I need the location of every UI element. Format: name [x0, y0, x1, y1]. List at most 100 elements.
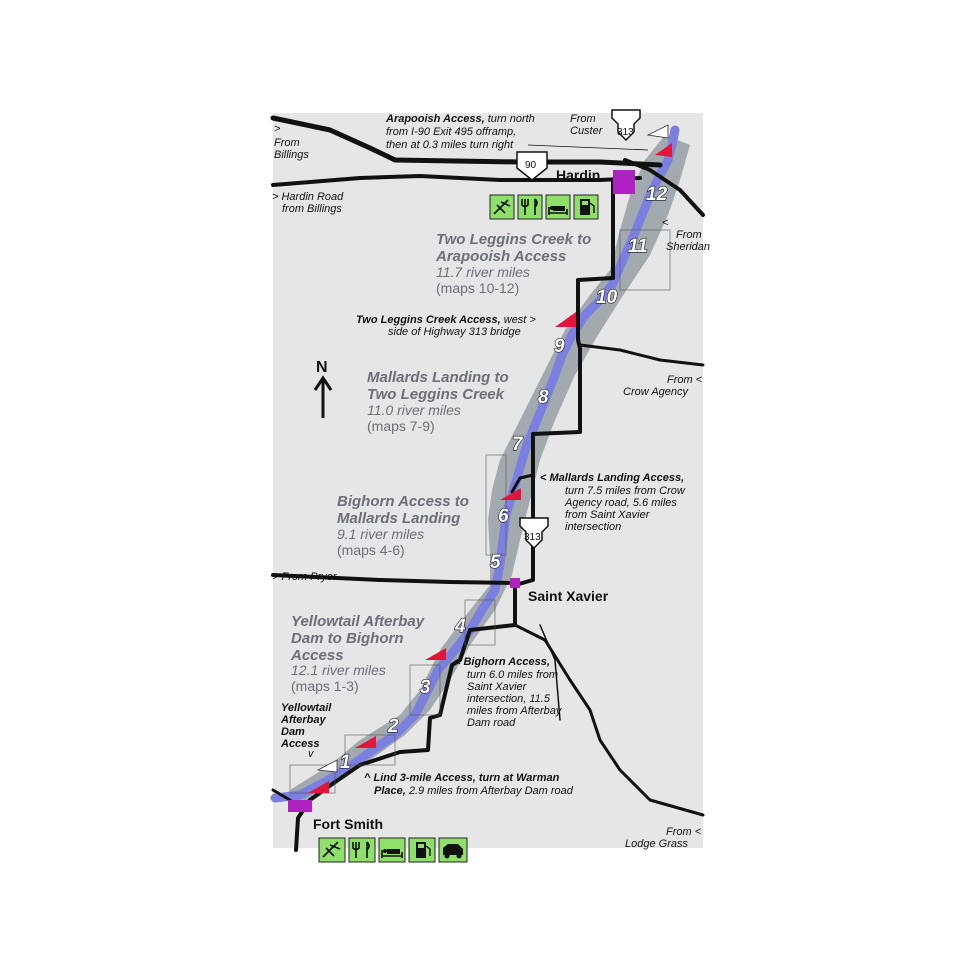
hardin-marker — [613, 170, 635, 194]
svg-text:Two Leggins Creek to: Two Leggins Creek to — [436, 231, 591, 248]
svg-text:then at 0.3 miles turn right: then at 0.3 miles turn right — [386, 139, 514, 151]
minor-road — [539, 624, 561, 721]
svg-text:11.0 river miles: 11.0 river miles — [367, 402, 461, 418]
saint-xavier-marker — [510, 578, 520, 588]
svg-text:> From Pryor: > From Pryor — [272, 571, 338, 583]
afterbay-road — [294, 581, 517, 852]
svg-text:miles from Afterbay: miles from Afterbay — [467, 705, 563, 717]
svg-text:Yellowtail: Yellowtail — [281, 702, 332, 714]
pryor-road — [271, 573, 517, 585]
fort-smith-services — [318, 837, 468, 863]
svg-text:From: From — [570, 113, 596, 125]
svg-text:Two Leggins Creek Access, west: Two Leggins Creek Access, west > — [356, 314, 536, 326]
lodging-icon — [378, 837, 406, 863]
yellowtail-access-label: Yellowtail Afterbay Dam Access v — [280, 702, 332, 760]
svg-text:Access: Access — [280, 738, 320, 750]
yellowtail-white-flag — [316, 759, 338, 773]
svg-text:90: 90 — [525, 160, 537, 171]
restaurant-icon — [348, 837, 376, 863]
svg-text:9.1 river miles: 9.1 river miles — [337, 526, 424, 542]
svg-text:from Saint Xavier: from Saint Xavier — [565, 509, 651, 521]
svg-text:> Hardin Road: > Hardin Road — [272, 191, 344, 203]
shuttle-icon — [438, 837, 468, 863]
hardin-road — [271, 174, 642, 187]
lind-access-label: ^ Lind 3-mile Access, turn at Warman Pla… — [364, 772, 574, 797]
svg-text:v: v — [308, 748, 315, 760]
map-number-3: 3 — [420, 677, 431, 698]
fly-shop-icon — [489, 194, 515, 220]
svg-text:Yellowtail Afterbay: Yellowtail Afterbay — [291, 613, 425, 630]
svg-text:Custer: Custer — [570, 125, 604, 137]
map-number-8: 8 — [538, 387, 549, 408]
mallards-access-label: < Mallards Landing Access, turn 7.5 mile… — [540, 472, 686, 533]
svg-text:Dam to Bighorn: Dam to Bighorn — [291, 630, 404, 647]
map-number-9: 9 — [554, 336, 565, 357]
bighorn-flag — [425, 648, 446, 660]
direction-labels: From Custer > From Billings > Hardin Roa… — [272, 113, 710, 850]
svg-text:Arapooish Access, turn north: Arapooish Access, turn north — [385, 113, 535, 125]
sheridan-road — [623, 158, 705, 217]
lodging-icon — [545, 194, 571, 220]
svg-text:Arapooish Access: Arapooish Access — [435, 248, 566, 265]
yellowtail-flag — [308, 781, 329, 793]
svg-text:Agency road, 5.6 miles: Agency road, 5.6 miles — [564, 497, 677, 509]
lind-flag — [355, 736, 376, 748]
access-flags — [308, 124, 672, 793]
svg-text:turn 7.5 miles from Crow: turn 7.5 miles from Crow — [565, 485, 686, 497]
svg-text:< Bighorn Access,: < Bighorn Access, — [454, 656, 550, 668]
svg-text:12.1 river miles: 12.1 river miles — [291, 662, 386, 678]
svg-text:Afterbay: Afterbay — [280, 714, 327, 726]
svg-text:Access: Access — [290, 647, 344, 664]
gas-icon — [408, 837, 436, 863]
highway-313-shield-mid: 313 — [519, 517, 549, 550]
svg-text:Bighorn Access to: Bighorn Access to — [337, 493, 469, 510]
map-number-1: 1 — [340, 752, 351, 773]
crow-agency-road — [578, 343, 705, 367]
interstate-90 — [270, 115, 663, 168]
roads — [270, 115, 705, 852]
svg-text:(maps 10-12): (maps 10-12) — [436, 280, 519, 296]
top-white-flag — [646, 124, 669, 139]
svg-text:Dam road: Dam road — [467, 717, 516, 729]
svg-text:Dam: Dam — [281, 726, 305, 738]
svg-text:313: 313 — [524, 532, 541, 543]
mallards-flag — [500, 488, 521, 500]
saint-xavier-label: Saint Xavier — [528, 588, 609, 604]
svg-text:From: From — [676, 229, 702, 241]
svg-text:>: > — [274, 123, 281, 135]
svg-text:Saint Xavier: Saint Xavier — [467, 681, 528, 693]
two-leggins-flag — [555, 312, 576, 327]
north-arrow: N — [313, 359, 333, 418]
river-corridor — [290, 135, 690, 805]
fort-smith-road — [271, 788, 292, 802]
svg-text:Crow Agency: Crow Agency — [623, 386, 690, 398]
svg-text:Two Leggins Creek: Two Leggins Creek — [367, 386, 505, 403]
svg-text:11.7 river miles: 11.7 river miles — [436, 264, 530, 280]
mallards-spur — [510, 473, 535, 494]
restaurant-icon — [517, 194, 543, 220]
map-number-7: 7 — [512, 434, 524, 455]
highway-313-shield-top: 313 — [611, 109, 641, 142]
map-number-6: 6 — [498, 506, 509, 527]
segment-label-2: Mallards Landing to Two Leggins Creek 11… — [367, 369, 509, 434]
segment-label-4: Yellowtail Afterbay Dam to Bighorn Acces… — [290, 613, 425, 694]
interstate-90-shield: 90 — [516, 151, 548, 181]
segment-label-1: Two Leggins Creek to Arapooish Access 11… — [435, 231, 591, 296]
svg-text:(maps 4-6): (maps 4-6) — [337, 542, 405, 558]
segment-label-3: Bighorn Access to Mallards Landing 9.1 r… — [337, 493, 469, 558]
hardin-label: Hardin — [556, 167, 600, 183]
map-number-10: 10 — [596, 287, 618, 308]
svg-text:intersection: intersection — [565, 521, 621, 533]
arapooish-access-label: Arapooish Access, turn north from I-90 E… — [385, 113, 649, 151]
bighorn-access-label: < Bighorn Access, turn 6.0 miles from Sa… — [454, 656, 563, 729]
map-number-11: 11 — [628, 236, 648, 257]
svg-text:side of Highway 313 bridge: side of Highway 313 bridge — [388, 326, 521, 338]
svg-text:From <: From < — [667, 374, 703, 386]
north-label: N — [316, 359, 328, 376]
svg-text:Billings: Billings — [274, 149, 309, 161]
fly-shop-icon — [318, 837, 346, 863]
hardin-services — [489, 194, 599, 220]
map-number-5: 5 — [490, 552, 501, 573]
fort-smith-marker — [288, 800, 312, 812]
